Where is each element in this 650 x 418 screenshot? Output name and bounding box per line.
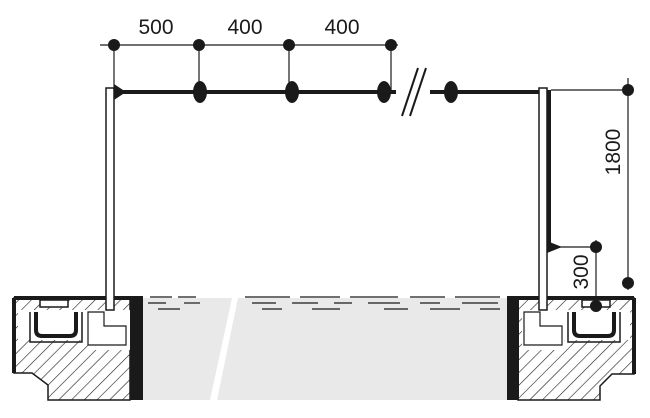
right-dimension-300: 300 — [558, 240, 602, 312]
left-wall-face — [130, 297, 143, 400]
right-wall-face — [507, 297, 519, 400]
dim-label-500: 500 — [138, 16, 173, 39]
left-grate — [39, 299, 69, 308]
break-mark-icon — [401, 67, 427, 117]
right-dimension-1800: 1800 — [551, 78, 634, 290]
dim-label-300: 300 — [570, 254, 593, 289]
dim-label-400-a: 400 — [227, 16, 262, 39]
dim-label-1800: 1800 — [602, 129, 625, 176]
left-post — [105, 84, 126, 311]
dim-label-400-b: 400 — [324, 16, 359, 39]
right-post — [538, 87, 562, 311]
water-area — [142, 296, 508, 400]
right-pool-edge — [507, 296, 636, 401]
lane-line — [114, 81, 539, 103]
left-pool-edge — [12, 296, 143, 401]
float-3 — [377, 81, 391, 103]
float-1 — [193, 81, 207, 103]
float-2 — [285, 81, 299, 103]
float-4 — [444, 81, 458, 103]
top-dimension-chain: 500 400 400 — [100, 16, 398, 90]
water-ripples — [148, 296, 500, 310]
